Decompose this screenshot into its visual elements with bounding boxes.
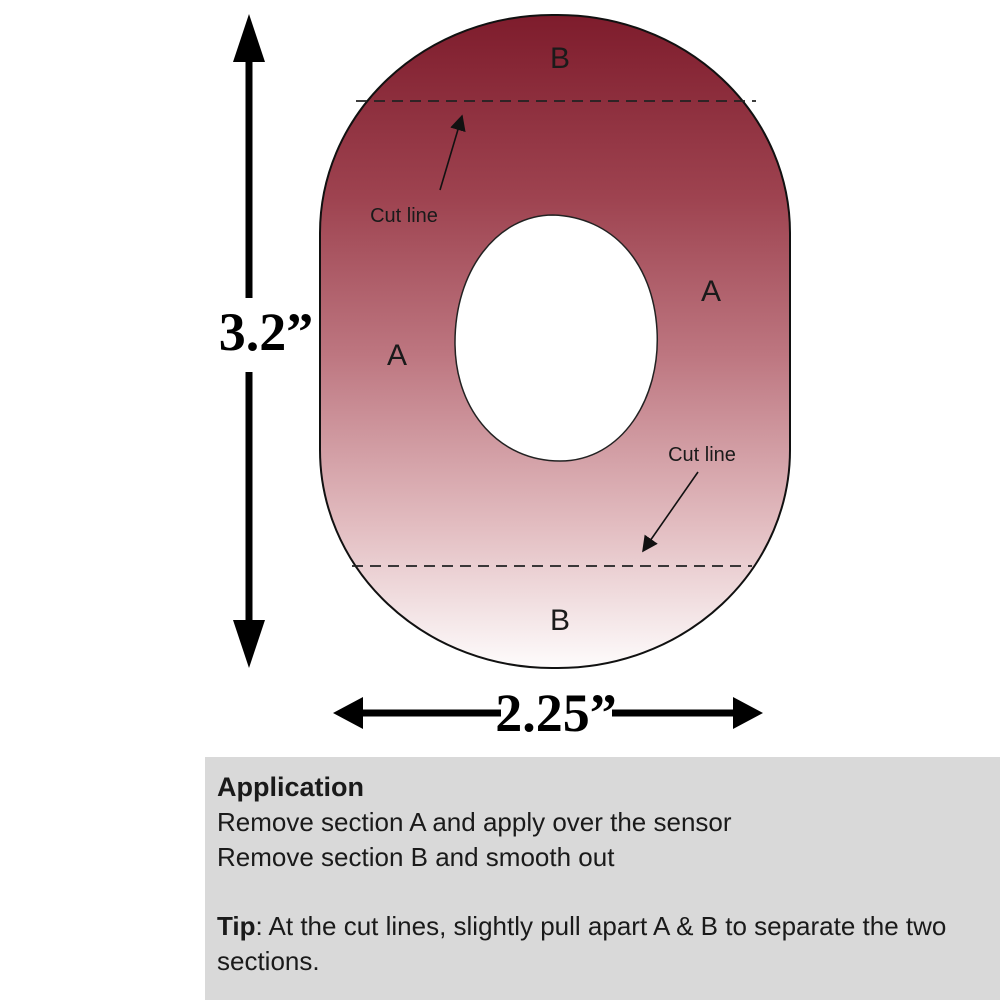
cut-line-top-arrow-icon [439,114,466,191]
application-title: Application [217,772,364,802]
section-b-top-label: B [550,42,570,75]
section-b-bottom-label: B [550,604,570,637]
cut-line-bottom-label: Cut line [668,444,736,466]
sensor-hole [454,214,658,462]
patch-diagram: B A A B Cut line Cut line 3.2” 2.2 [219,14,791,743]
spacer [217,875,982,909]
patch-diagram-svg: B A A B Cut line Cut line 3.2” 2.2 [219,14,791,743]
width-dimension-label: 2.25” [495,683,617,743]
tip-text: : At the cut lines, slightly pull apart … [217,911,947,976]
tip-label: Tip [217,911,256,941]
height-dimension-label: 3.2” [219,302,314,362]
application-info-box: Application Remove section A and apply o… [205,757,1000,1000]
cut-line-top-label: Cut line [370,205,438,227]
section-a-right-label: A [701,275,721,308]
application-line-2: Remove section B and smooth out [217,842,615,872]
application-line-1: Remove section A and apply over the sens… [217,807,732,837]
width-dimension-arrow-icon [333,697,763,729]
section-a-left-label: A [387,339,407,372]
cut-line-bottom-arrow-icon [642,471,699,553]
height-dimension-arrow-icon [233,14,265,668]
tip-line: Tip: At the cut lines, slightly pull apa… [217,909,982,979]
